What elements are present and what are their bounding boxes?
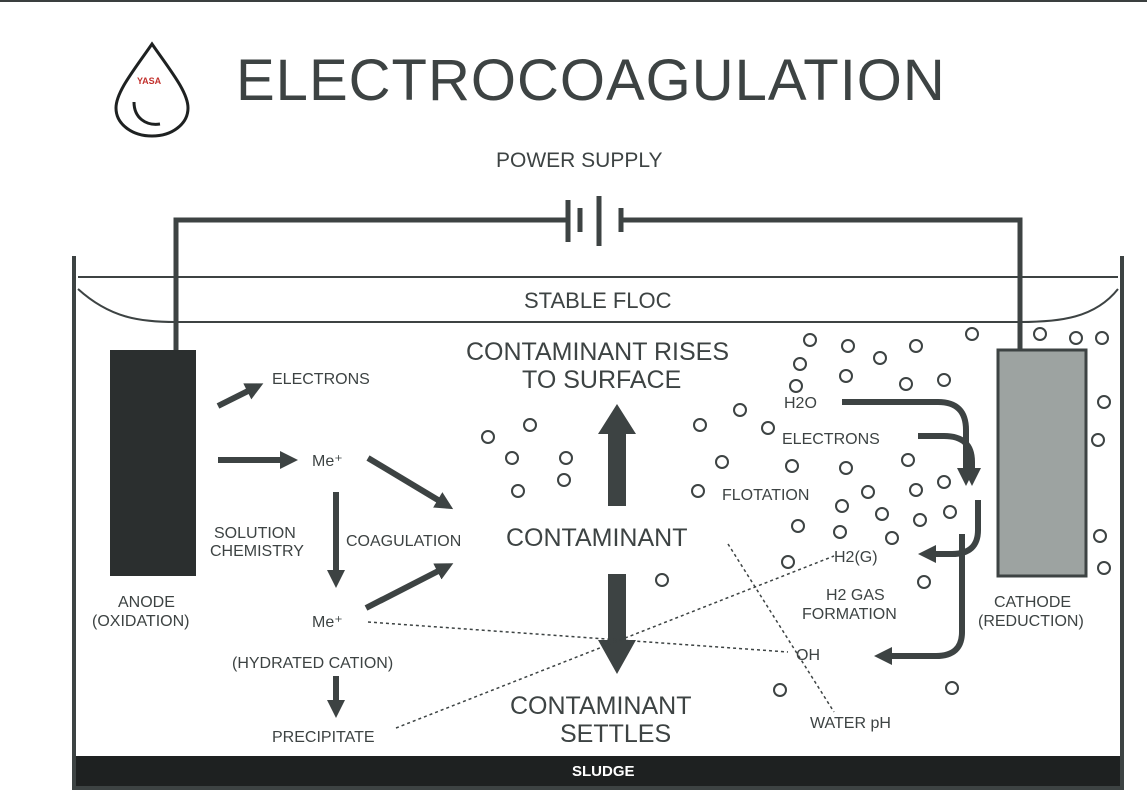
dotted-connectors bbox=[367, 543, 835, 729]
electrons-anode-label: ELECTRONS bbox=[272, 371, 370, 388]
yasa-logo: YASA bbox=[114, 41, 190, 138]
anode-electrode bbox=[110, 350, 196, 576]
sludge-label: SLUDGE bbox=[572, 763, 635, 780]
power-supply-label: POWER SUPPLY bbox=[496, 149, 662, 172]
power-circuit-wire bbox=[173, 217, 1023, 352]
cathode-label-line1: CATHODE bbox=[994, 594, 1071, 611]
contaminant-settles-label-line1: CONTAMINANT bbox=[510, 692, 691, 720]
cathode-electrode bbox=[996, 348, 1088, 578]
battery-icon bbox=[565, 196, 624, 246]
anode-label-line1: ANODE bbox=[118, 594, 175, 611]
cathode-label-line2: (REDUCTION) bbox=[978, 613, 1084, 630]
top-divider-line bbox=[0, 0, 1147, 2]
me-plus-top-label: Me⁺ bbox=[312, 453, 343, 470]
contaminant-rises-label-line1: CONTAMINANT RISES bbox=[466, 338, 729, 366]
water-ph-label: WATER pH bbox=[810, 715, 891, 732]
electrons-cathode-label: ELECTRONS bbox=[782, 431, 880, 448]
coagulation-label: COAGULATION bbox=[346, 533, 461, 550]
hydrated-cation-label: (HYDRATED CATION) bbox=[232, 655, 393, 672]
gas-bubbles bbox=[481, 327, 1111, 697]
anode-arrows bbox=[216, 383, 454, 718]
h2-gas-formation-label-line1: H2 GAS bbox=[826, 587, 885, 604]
anode-label-line2: (OXIDATION) bbox=[92, 613, 189, 630]
tank bbox=[72, 256, 1124, 790]
me-plus-bottom-label: Me⁺ bbox=[312, 614, 343, 631]
h2-gas-formation-label-line2: FORMATION bbox=[802, 606, 897, 623]
contaminant-label: CONTAMINANT bbox=[506, 524, 687, 552]
contaminant-settles-label-line2: SETTLES bbox=[560, 720, 671, 748]
h2g-label: H2(G) bbox=[834, 549, 878, 566]
precipitate-label: PRECIPITATE bbox=[272, 729, 375, 746]
solution-chemistry-label-line1: SOLUTION bbox=[214, 525, 296, 542]
h2o-label: H2O bbox=[784, 395, 817, 412]
page-title: ELECTROCOAGULATION bbox=[236, 48, 946, 113]
solution-chemistry-label-line2: CHEMISTRY bbox=[210, 543, 304, 560]
sludge-layer bbox=[76, 756, 1120, 786]
central-arrows bbox=[598, 404, 636, 674]
logo-text: YASA bbox=[137, 76, 162, 86]
cathode-arrows bbox=[842, 399, 981, 665]
oh-label: OH bbox=[796, 647, 820, 664]
contaminant-rises-label-line2: TO SURFACE bbox=[522, 366, 681, 394]
stable-floc-label: STABLE FLOC bbox=[524, 288, 672, 313]
flotation-label: FLOTATION bbox=[722, 487, 809, 504]
